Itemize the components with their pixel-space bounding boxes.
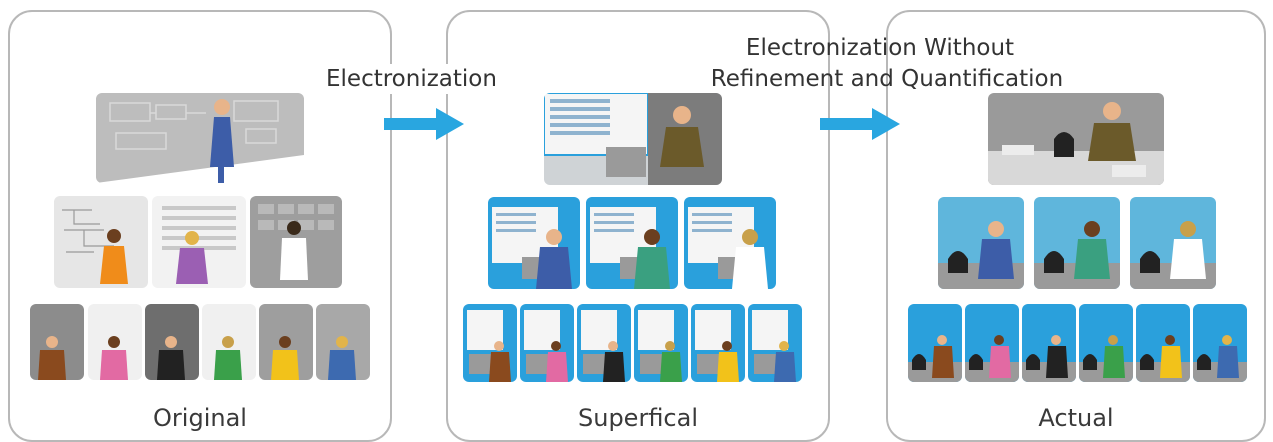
transition-label-line1: Electronization Without bbox=[745, 35, 1015, 61]
staff-desk-illustration-6 bbox=[1193, 304, 1247, 382]
arrow-right-icon bbox=[820, 108, 900, 140]
staff-computer-illustration-2 bbox=[520, 304, 574, 382]
staff-desk-illustration-2 bbox=[965, 304, 1019, 382]
manager-computer-illustration-2 bbox=[586, 197, 678, 289]
executive-computer-illustration bbox=[544, 93, 722, 185]
worker-yellow-illustration bbox=[259, 304, 313, 380]
worker-black-illustration bbox=[145, 304, 199, 380]
staff-desk-illustration-1 bbox=[908, 304, 962, 382]
worker-brown-illustration bbox=[30, 304, 84, 380]
transition-label-line2: Refinement and Quantification bbox=[710, 66, 1064, 92]
transition-label-electronization: Electronization bbox=[326, 64, 497, 94]
worker-pink-illustration bbox=[88, 304, 142, 380]
worker-green-illustration bbox=[202, 304, 256, 380]
manager-desk-illustration-3 bbox=[1130, 197, 1216, 289]
executive-desk-illustration bbox=[988, 93, 1164, 185]
manager-desk-illustration-1 bbox=[938, 197, 1024, 289]
whiteboard-presenter-illustration bbox=[96, 93, 304, 183]
arrow-right-icon bbox=[384, 108, 464, 140]
stage-label-original: Original bbox=[153, 404, 247, 432]
stage-label-superfical: Superfical bbox=[578, 404, 698, 432]
staff-computer-illustration-4 bbox=[634, 304, 688, 382]
manager-computer-illustration-1 bbox=[488, 197, 580, 289]
manager-computer-illustration-3 bbox=[684, 197, 776, 289]
staff-desk-illustration-4 bbox=[1079, 304, 1133, 382]
staff-computer-illustration-3 bbox=[577, 304, 631, 382]
manager-desk-illustration-2 bbox=[1034, 197, 1120, 289]
staff-desk-illustration-3 bbox=[1022, 304, 1076, 382]
worker-blue-illustration bbox=[316, 304, 370, 380]
staff-computer-illustration-6 bbox=[748, 304, 802, 382]
staff-computer-illustration-1 bbox=[463, 304, 517, 382]
staff-computer-illustration-5 bbox=[691, 304, 745, 382]
planner-woman-illustration bbox=[54, 196, 148, 288]
staff-desk-illustration-5 bbox=[1136, 304, 1190, 382]
cabinet-man-illustration bbox=[250, 196, 342, 288]
schedule-woman-illustration bbox=[152, 196, 246, 288]
stage-label-actual: Actual bbox=[1038, 404, 1114, 432]
